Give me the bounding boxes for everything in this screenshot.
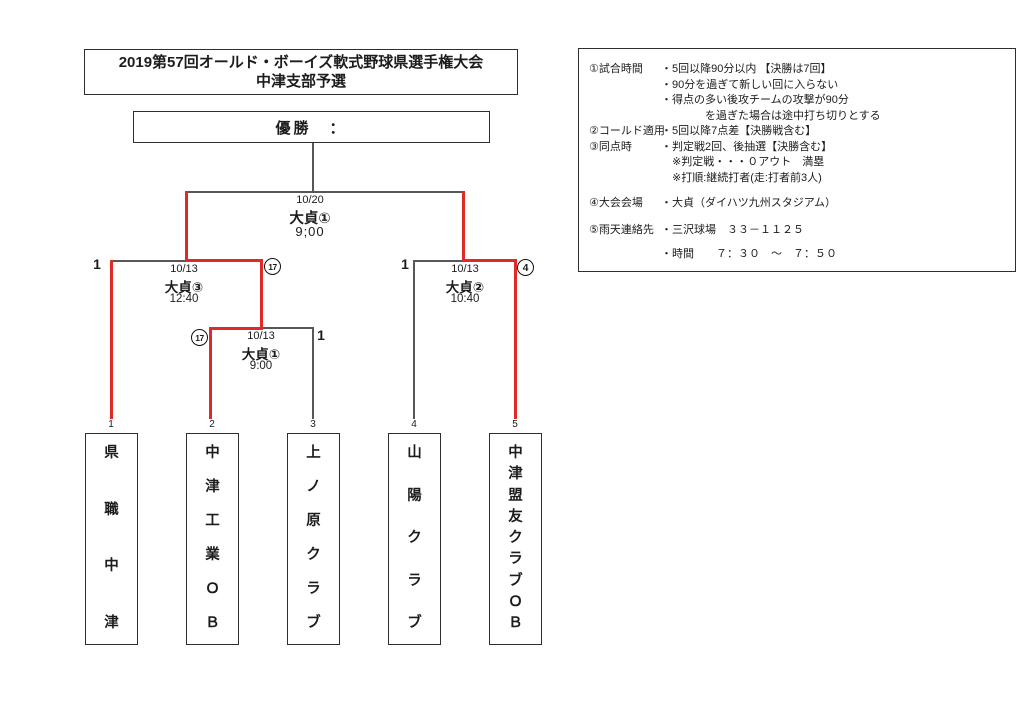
semifinal-right-score-winner-circle: 4	[517, 259, 534, 276]
semifinal-left-venue: 大貞③	[164, 280, 204, 295]
round1-line-loser-side	[261, 327, 314, 329]
rule-text: ※打順:継続打者(走:打者前3人)	[661, 171, 822, 184]
semifinal-left-line-loser-side	[110, 260, 187, 262]
rule-item-mercy-rule: ②コールド適用 ・5回以降7点差【決勝戦含む】	[589, 124, 1009, 140]
semifinal-left-date: 10/13	[170, 263, 198, 275]
tournament-title-line2: 中津支部予選	[255, 73, 346, 90]
left-finalist-riser-line	[185, 191, 188, 262]
semifinal-right-time: 10:40	[450, 293, 480, 305]
rule-text: ・時間 ７：３０ ～ ７：５０	[661, 248, 837, 260]
semifinal-right-venue: 大貞②	[445, 280, 485, 295]
team3-riser-line	[312, 327, 314, 419]
semifinal-left-time: 12:40	[169, 293, 199, 305]
team4-riser-line	[413, 260, 415, 419]
team5-riser-line	[514, 259, 517, 419]
team-box-uenohara-club: 上ノ原クラブ	[287, 433, 340, 645]
rule-text: ・5回以降7点差【決勝戦含む】	[661, 125, 817, 137]
team5-seed: 5	[512, 419, 518, 430]
right-finalist-riser-line	[462, 191, 465, 262]
champion-label: 優勝 ：	[275, 119, 348, 137]
semifinal-right-line-loser-side	[413, 260, 464, 262]
rule-label-mercy-rule: ②コールド適用	[589, 125, 665, 137]
semifinal-right-date: 10/13	[451, 263, 479, 275]
rule-label-venue: ④大会会場	[589, 197, 643, 209]
rule-text: ・5回以降90分以内 【決勝は7回】	[661, 63, 832, 75]
rule-text: ・判定戦2回、後抽選【決勝含む】	[661, 140, 833, 153]
round1-winner-riser-line	[260, 259, 263, 330]
rule-label-tie-game: ③同点時	[589, 140, 632, 153]
round1-score-team3: 1	[317, 327, 325, 343]
rule-label-rain-contact: ⑤雨天連絡先	[589, 223, 654, 236]
rule-text: ・得点の多い後攻チームの攻撃が90分	[661, 94, 849, 106]
champion-box: 優勝 ：	[133, 111, 490, 143]
rule-text: を過ぎた場合は途中打ち切りとする	[661, 109, 881, 122]
champion-riser-line	[312, 143, 314, 193]
round1-venue: 大貞①	[241, 347, 281, 362]
semifinal-right-winner-score: 4	[522, 261, 529, 274]
tournament-title-line1: 2019第57回オールド・ボーイズ軟式野球県選手権大会	[118, 54, 484, 71]
rule-item-tie-game: ③同点時 ・判定戦2回、後抽選【決勝含む】 ※判定戦・・・０アウト 満塁 ※打順…	[589, 140, 1009, 187]
final-match-date: 10/20	[296, 194, 324, 206]
final-match-line	[186, 191, 465, 193]
semifinal-right-line-winner-side	[462, 259, 516, 262]
round1-score-winner-circle: 17	[191, 329, 208, 346]
semifinal-left-winner-score: 17	[268, 261, 277, 272]
semifinal-right-score-team4: 1	[401, 256, 409, 272]
rule-text: ・90分を過ぎて新しい回に入らない	[661, 78, 839, 91]
round1-line-winner-side	[209, 327, 263, 330]
team-box-sanyo-club: 山陽クラブ	[388, 433, 441, 645]
round1-winner-score: 17	[195, 332, 204, 343]
semifinal-left-line-winner-side	[185, 259, 263, 262]
rule-item-game-time: ①試合時間 ・5回以降90分以内 【決勝は7回】 ・90分を過ぎて新しい回に入ら…	[589, 62, 1009, 124]
team-box-kenshoku-nakatsu: 県職中津	[85, 433, 138, 645]
team1-seed: 1	[108, 419, 114, 430]
rule-text: ・三沢球場 ３３－１１２５	[661, 223, 804, 236]
round1-date: 10/13	[247, 330, 275, 342]
final-match-time: 9;00	[295, 224, 325, 239]
round1-time: 9:00	[249, 360, 273, 372]
rule-item-venue: ④大会会場 ・大貞（ダイハツ九州スタジアム）	[589, 196, 1009, 212]
tournament-rules-panel: ①試合時間 ・5回以降90分以内 【決勝は7回】 ・90分を過ぎて新しい回に入ら…	[578, 48, 1016, 272]
tournament-title-box: 2019第57回オールド・ボーイズ軟式野球県選手権大会 中津支部予選	[84, 49, 518, 95]
final-match-venue: 大貞①	[289, 211, 331, 227]
semifinal-left-score-winner-circle: 17	[264, 258, 281, 275]
team2-seed: 2	[209, 419, 215, 430]
team4-seed: 4	[411, 419, 417, 430]
team3-seed: 3	[310, 419, 316, 430]
team2-riser-line	[209, 327, 212, 419]
rule-label-game-time: ①試合時間	[589, 63, 643, 75]
rule-item-rain-contact: ⑤雨天連絡先 ・三沢球場 ３３－１１２５ ・時間 ７：３０ ～ ７：５０	[589, 223, 1009, 263]
rule-text: ・大貞（ダイハツ九州スタジアム）	[661, 197, 837, 209]
semifinal-left-score-team1: 1	[93, 256, 101, 272]
team1-riser-line	[110, 260, 113, 419]
rule-text: ※判定戦・・・０アウト 満塁	[661, 156, 825, 168]
